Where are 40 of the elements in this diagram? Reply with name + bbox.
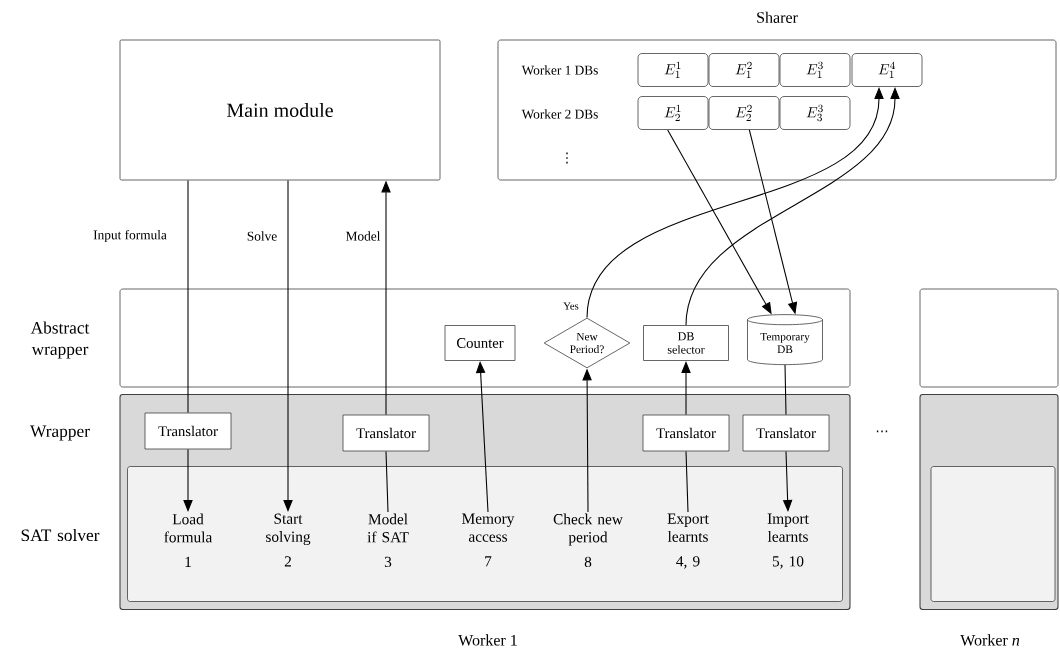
label-text: Worker 2 DBs (521, 109, 598, 119)
edge-label: Solve (245, 230, 279, 243)
node-label: Abstract wrapper (30, 321, 90, 359)
step-text: Memory access 7 (462, 513, 515, 567)
step-text: Export learnts 4, 9 (667, 513, 709, 569)
step-text: Import learnts 5, 10 (767, 513, 809, 569)
translator-box: Translator (742, 414, 830, 452)
edge-label: Model (344, 230, 382, 243)
node-label: SAT solver (21, 528, 100, 542)
edge-label: Yes (561, 301, 581, 311)
translator-box: Translator (642, 414, 730, 452)
wrapper-band (919, 288, 1059, 388)
step-text: Check new period 8 (553, 513, 623, 568)
node-label: Sharer (757, 11, 798, 23)
counter-box: Counter (444, 325, 516, 361)
module-box: Main module (119, 39, 441, 181)
caption-text: Worker 1 (458, 634, 517, 646)
db-cell: $E_1^3$ (779, 53, 851, 87)
database-cylinder: Temporary DB (747, 314, 823, 365)
edge-label: Input formula (91, 228, 169, 244)
translator-box: Translator (144, 412, 232, 450)
solver-band (930, 466, 1056, 602)
db-cell: $E_2^1$ (637, 96, 709, 130)
db-cell: $E_1^2$ (708, 53, 780, 87)
step-text: Load formula 1 (164, 513, 213, 567)
translator-box: Translator (342, 414, 430, 452)
selector-box: DB selector (643, 325, 729, 361)
ellipsis: ⋯ (876, 430, 888, 433)
step-text: Start solving 2 (266, 513, 311, 567)
db-cell: $E_3^3$ (779, 96, 851, 130)
label-text: Worker 1 DBs (521, 65, 598, 75)
arrow (183, 448, 193, 512)
node-label: Wrapper (30, 425, 90, 441)
ellipsis: ⋮ (566, 152, 568, 164)
db-cell: $E_1^1$ (637, 53, 709, 87)
db-cell: $E_2^2$ (708, 96, 780, 130)
step-text: Model if SAT 3 (367, 513, 409, 568)
db-cell: $E_1^4$ (851, 53, 923, 87)
arrow (283, 179, 293, 512)
caption-text: Worker n (960, 634, 1020, 646)
